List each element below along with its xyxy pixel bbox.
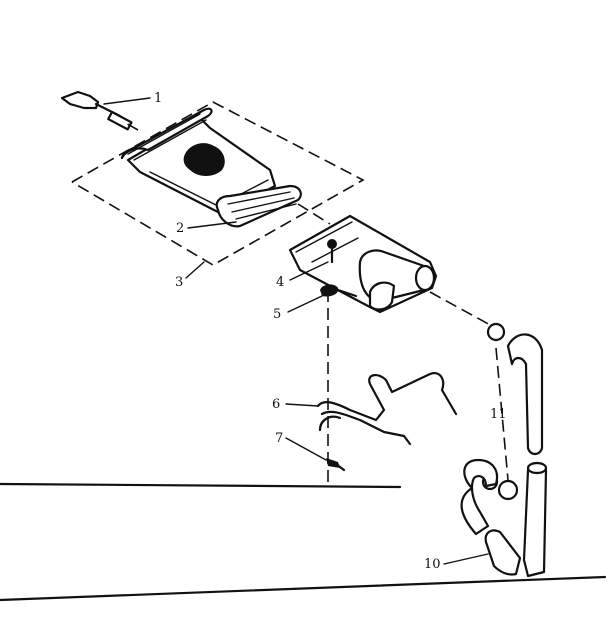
callout-5: 5 (273, 307, 281, 322)
callout-1: 1 (154, 91, 162, 106)
part-6-wire-bracket (316, 372, 458, 446)
part-7-screw (326, 458, 346, 472)
callout-4: 4 (276, 275, 284, 290)
callout-11: 11 (490, 407, 507, 422)
guide-lines-dashed (123, 121, 509, 485)
housing-body (288, 214, 438, 314)
part-1-lever (60, 90, 133, 131)
leader-lines (103, 97, 489, 565)
part-5-clip (320, 284, 358, 298)
upper-hose (506, 333, 544, 456)
part-4-screw (327, 239, 337, 264)
callout-3: 3 (175, 275, 183, 290)
assembly-box-dashed (71, 101, 365, 266)
part-2-filter-assembly (120, 107, 302, 228)
callout-10: 10 (424, 557, 441, 572)
callout-6: 6 (272, 397, 280, 412)
callout-7: 7 (275, 431, 283, 446)
base-lines (0, 482, 607, 602)
callout-2: 2 (176, 221, 184, 236)
part-10-hose-assembly (460, 458, 548, 578)
